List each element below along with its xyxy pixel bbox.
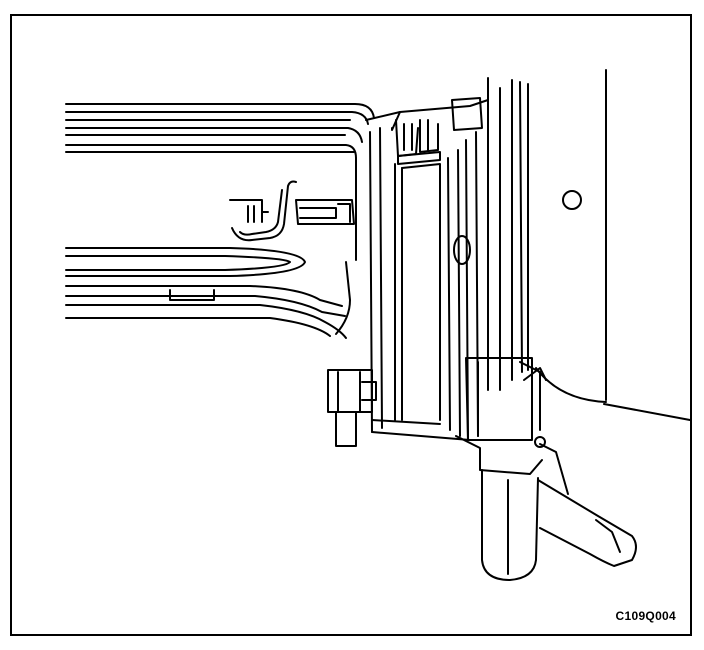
figure-frame [10, 14, 692, 636]
connector-block [327, 369, 377, 447]
wire-clip [229, 180, 355, 242]
door-panel [487, 69, 691, 421]
figure-code: C109Q004 [615, 609, 676, 623]
lower-bracket [455, 357, 547, 475]
top-bracket [395, 97, 483, 165]
lower-rail [65, 247, 351, 339]
upper-rail [65, 103, 375, 261]
removal-tool [481, 443, 637, 581]
